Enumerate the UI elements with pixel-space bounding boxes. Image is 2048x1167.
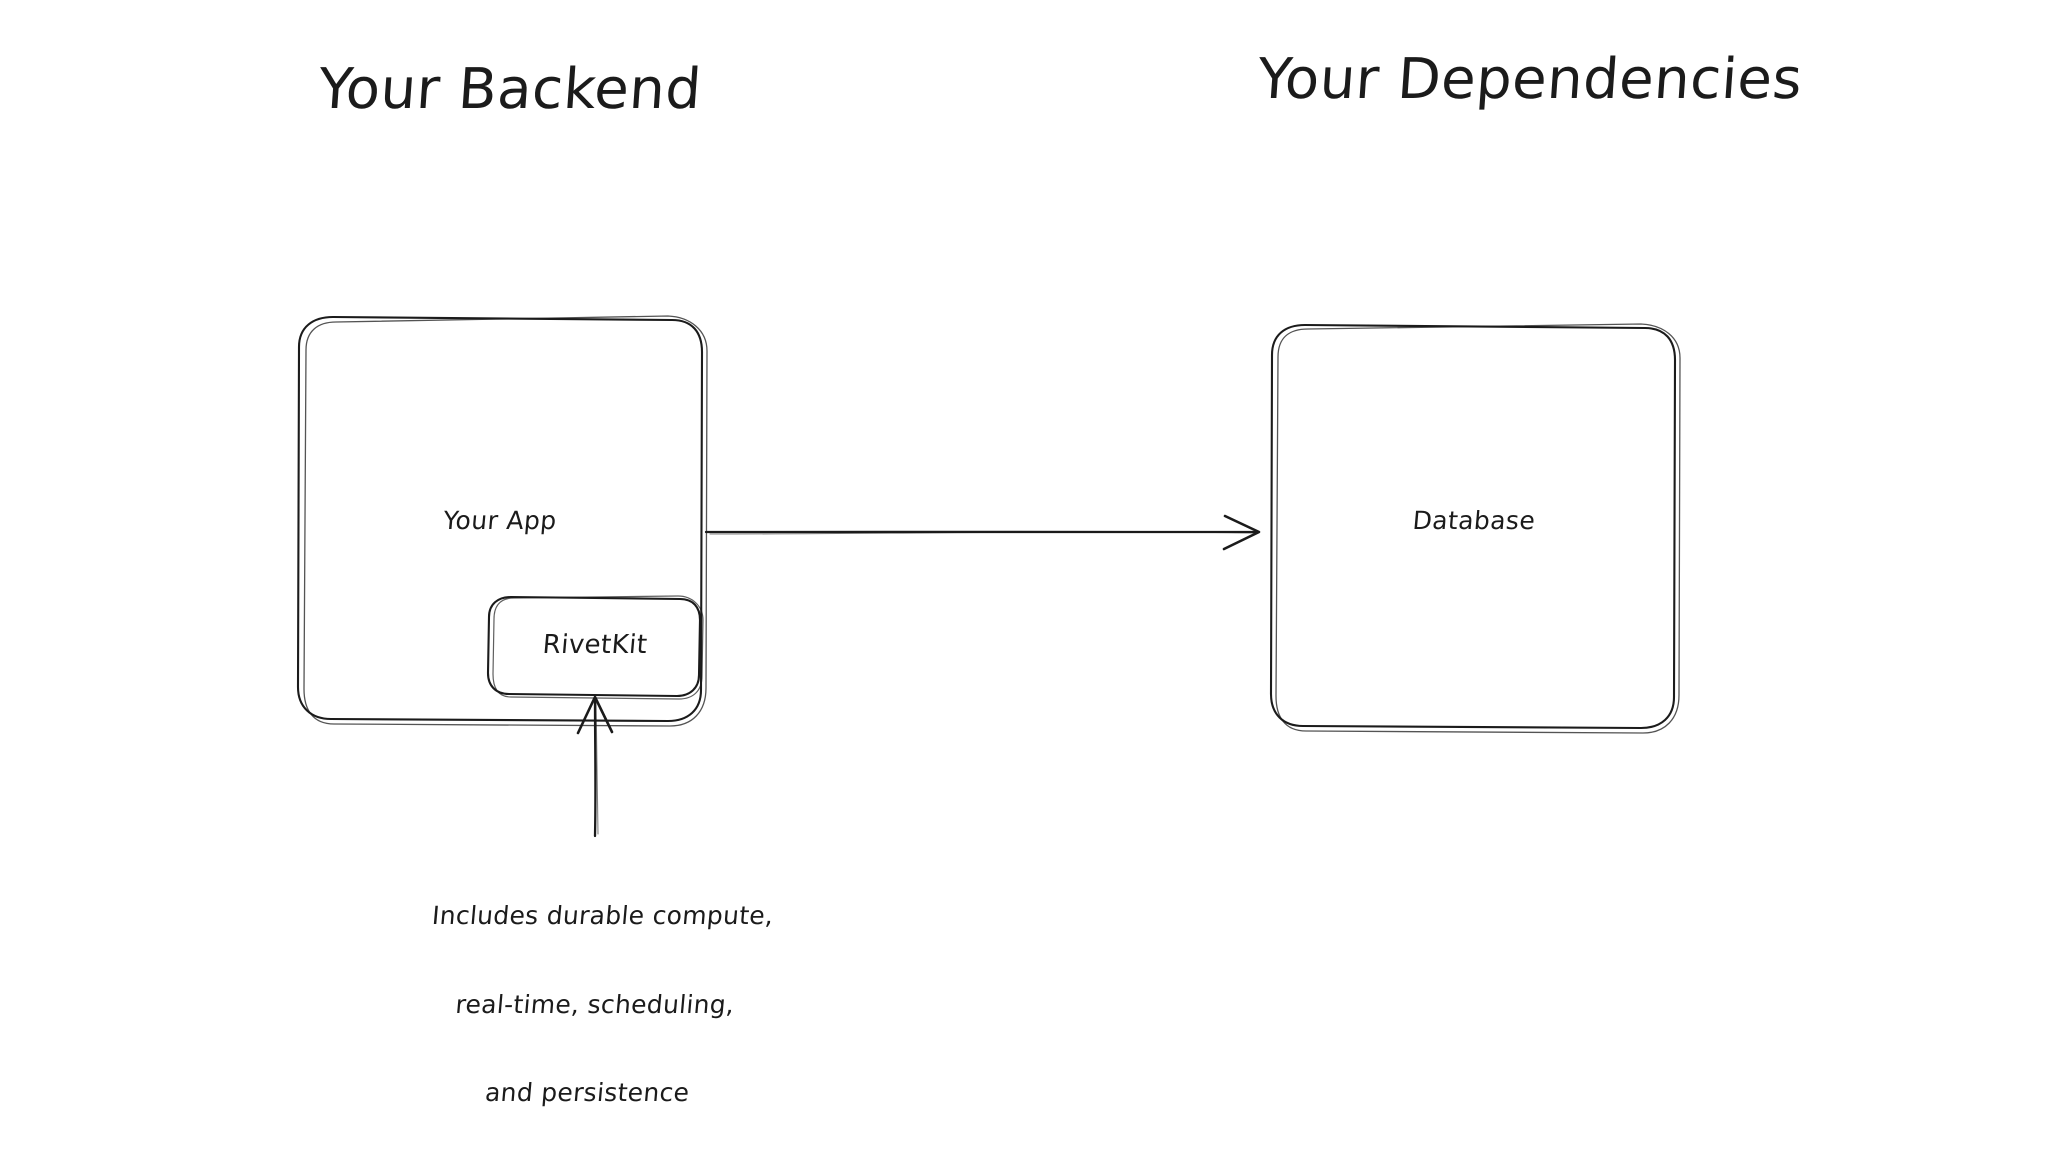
edge-annotation-to-rivetkit [576, 695, 614, 838]
annotation-line-2: real-time, scheduling, [454, 989, 736, 1019]
your-app-box-outline [296, 315, 708, 727]
group-title-backend: Your Backend [316, 57, 704, 122]
edge-your-app-to-database [704, 514, 1261, 551]
node-label-rivetkit: RivetKit [541, 630, 649, 660]
annotation-rivetkit-note: Includes durable compute, real-time, sch… [341, 842, 849, 1167]
diagram-canvas: Your Backend Your Dependencies Your App … [296, 47, 1805, 1107]
annotation-line-1: Includes durable compute, [430, 901, 775, 930]
database-box-outline [1269, 323, 1681, 734]
annotation-line-3: and persistence [483, 1078, 691, 1107]
node-label-database: Database [1411, 506, 1537, 535]
rivetkit-box-outline [486, 595, 704, 700]
diagram-sketch-layer [296, 315, 1681, 838]
node-label-your-app: Your App [442, 506, 558, 535]
group-title-dependencies: Your Dependencies [1255, 47, 1805, 112]
